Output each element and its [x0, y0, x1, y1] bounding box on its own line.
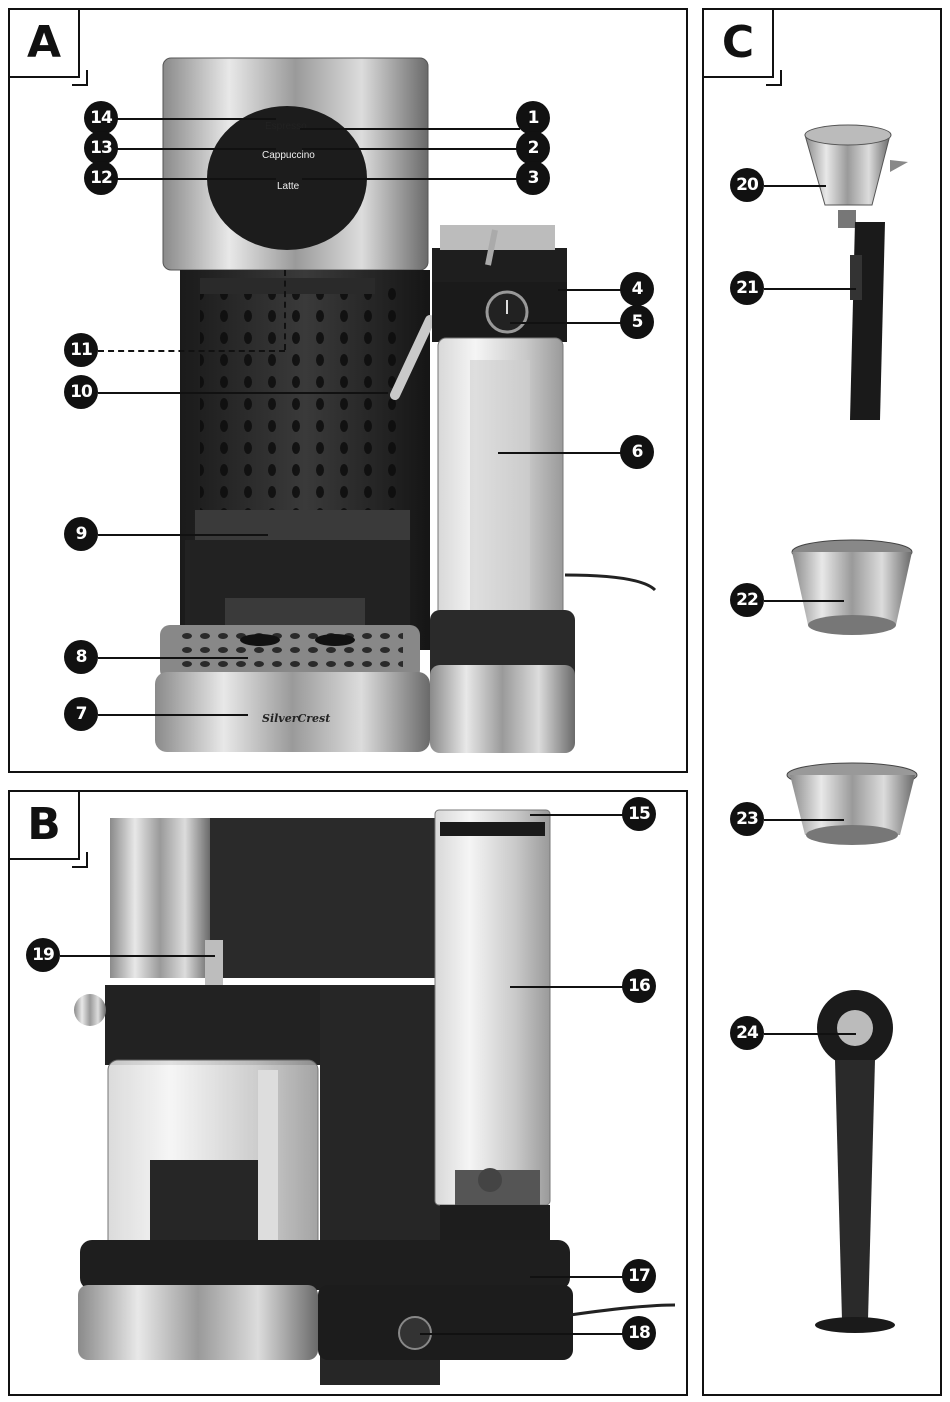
- leader-15: [530, 814, 625, 816]
- button-label-cappuccino: Cappuccino: [262, 150, 315, 161]
- callout-15: 15: [622, 797, 656, 831]
- callout-11: 11: [64, 333, 98, 367]
- leader-3: [302, 178, 520, 180]
- callout-6: 6: [620, 435, 654, 469]
- leader-9: [98, 534, 268, 536]
- callout-14: 14: [84, 101, 118, 135]
- callout-4: 4: [620, 272, 654, 306]
- leader-21: [764, 288, 856, 290]
- callout-22: 22: [730, 583, 764, 617]
- leader-5: [510, 322, 623, 324]
- panel-a-tab: A: [8, 8, 88, 86]
- leader-12: [116, 178, 276, 180]
- leader-16: [510, 986, 625, 988]
- panel-a-letter: A: [26, 17, 62, 68]
- panel-c: C: [702, 8, 942, 1396]
- callout-19: 19: [26, 938, 60, 972]
- callout-3: 3: [516, 161, 550, 195]
- panel-b-letter: B: [27, 799, 61, 850]
- callout-13: 13: [84, 131, 118, 165]
- leader-2: [302, 148, 520, 150]
- callout-16: 16: [622, 969, 656, 1003]
- leader-20: [764, 185, 826, 187]
- callout-12: 12: [84, 161, 118, 195]
- callout-23: 23: [730, 802, 764, 836]
- leader-1: [300, 128, 520, 130]
- panel-b: B: [8, 790, 688, 1396]
- leader-11: [98, 350, 285, 352]
- callout-20: 20: [730, 168, 764, 202]
- callout-5: 5: [620, 305, 654, 339]
- panel-c-tab: C: [702, 8, 782, 86]
- leader-23: [764, 819, 844, 821]
- leader-6: [498, 452, 623, 454]
- callout-9: 9: [64, 517, 98, 551]
- button-label-latte: Latte: [277, 181, 300, 192]
- leader-24: [764, 1033, 856, 1035]
- callout-17: 17: [622, 1259, 656, 1293]
- panel-b-tab: B: [8, 790, 88, 868]
- callout-21: 21: [730, 271, 764, 305]
- brand-logo: SilverCrest: [262, 712, 331, 725]
- leader-13: [116, 148, 276, 150]
- callout-7: 7: [64, 697, 98, 731]
- leader-10: [98, 392, 388, 394]
- callout-18: 18: [622, 1316, 656, 1350]
- callout-10: 10: [64, 375, 98, 409]
- button-label-espresso: Espresso: [265, 121, 307, 132]
- callout-1: 1: [516, 101, 550, 135]
- leader-22: [764, 600, 844, 602]
- leader-14: [116, 118, 276, 120]
- callout-8: 8: [64, 640, 98, 674]
- callout-24: 24: [730, 1016, 764, 1050]
- leader-19: [60, 955, 215, 957]
- leader-8: [98, 657, 248, 659]
- leader-11-vertical: [284, 270, 286, 350]
- panel-c-letter: C: [721, 17, 755, 68]
- leader-17: [530, 1276, 625, 1278]
- leader-4: [558, 289, 623, 291]
- callout-2: 2: [516, 131, 550, 165]
- leader-18: [420, 1333, 625, 1335]
- leader-7: [98, 714, 248, 716]
